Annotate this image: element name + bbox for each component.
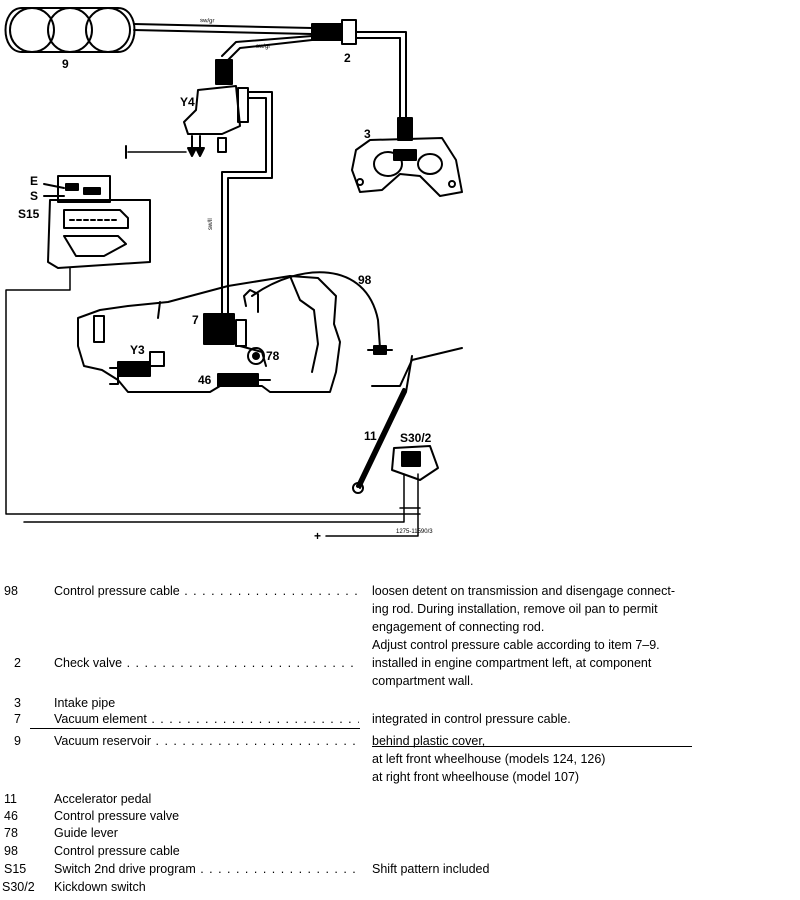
figure-reference: 1275-11590/3: [396, 529, 433, 535]
legend-note: installed in engine compartment left, at…: [372, 656, 652, 670]
legend-row: 98 Control pressure cable loosen detent …: [0, 582, 800, 600]
callout-11: 11: [364, 429, 377, 443]
valve-y3: [109, 351, 165, 385]
legend-note: engagement of connecting rod.: [372, 620, 545, 634]
legend-row-continuation: compartment wall.: [0, 672, 800, 690]
legend-note: integrated in control pressure cable.: [372, 712, 571, 726]
legend-note: behind plastic cover,: [372, 734, 486, 748]
transmission: [77, 275, 341, 393]
legend-row: 98 Control pressure cable: [0, 842, 800, 860]
legend-table: 98 Control pressure cable loosen detent …: [0, 578, 800, 900]
legend-row: 9 Vacuum reservoir behind plastic cover,: [0, 732, 800, 750]
legend-note: compartment wall.: [372, 674, 474, 688]
callout-46: 46: [198, 373, 212, 387]
callout-s30-2: S30/2: [400, 431, 432, 445]
callout-78: 78: [266, 349, 280, 363]
callout-y4: Y4: [180, 95, 195, 109]
legend-number: 78: [4, 826, 18, 840]
legend-row: 46 Control pressure valve: [0, 807, 800, 825]
control-pressure-valve-46: [217, 373, 271, 387]
legend-number: 7: [14, 712, 21, 726]
legend-row: 11 Accelerator pedal: [0, 790, 800, 808]
legend-label: Kickdown switch: [54, 880, 146, 894]
legend-number: 2: [14, 656, 21, 670]
legend-row: 7 Vacuum element integrated in control p…: [0, 710, 800, 728]
legend-note: at right front wheelhouse (model 107): [372, 770, 580, 784]
legend-number: 9: [14, 734, 21, 748]
check-valve-2: [311, 19, 407, 119]
legend-row-continuation: at right front wheelhouse (model 107): [0, 768, 800, 786]
legend-number: S30/2: [2, 880, 35, 894]
switch-s15: [43, 175, 151, 269]
legend-row: 78 Guide lever: [0, 824, 800, 842]
control-pressure-cable-98: [251, 271, 393, 355]
hose-label: sw/gr: [200, 18, 215, 24]
legend-number: 46: [4, 809, 18, 823]
vacuum-reservoir-9: [4, 7, 136, 53]
legend-note: Shift pattern included: [372, 862, 490, 876]
legend-note: Adjust control pressure cable according …: [372, 638, 660, 652]
legend-number: 3: [14, 696, 21, 710]
legend-note: at left front wheelhouse (models 124, 12…: [372, 752, 606, 766]
legend-note: ing rod. During installation, remove oil…: [372, 602, 658, 616]
legend-label: Control pressure cable: [54, 582, 359, 600]
separator-line: [30, 728, 360, 729]
legend-number: 98: [4, 584, 18, 598]
legend-row: S15 Switch 2nd drive program Shift patte…: [0, 860, 800, 878]
legend-label: Intake pipe: [54, 696, 116, 710]
vacuum-hose-upper: [133, 23, 313, 35]
technical-diagram: sw/gr sw/gr sw/ll 9 2 Y4 3 E S S15 98 7 …: [4, 7, 463, 543]
callout-98: 98: [358, 273, 372, 287]
power-plus-sign: +: [314, 529, 321, 543]
guide-lever-78: [239, 345, 267, 367]
legend-row-continuation: ing rod. During installation, remove oil…: [0, 600, 800, 618]
callout-7: 7: [192, 313, 199, 327]
separator-line: [372, 746, 692, 747]
legend-row-continuation: engagement of connecting rod.: [0, 618, 800, 636]
callout-e: E: [30, 174, 38, 188]
legend-label: Switch 2nd drive program: [54, 860, 359, 878]
callout-2: 2: [344, 51, 351, 65]
callout-y3: Y3: [130, 343, 145, 357]
legend-label: Vacuum element: [54, 710, 359, 728]
legend-label: Control pressure valve: [54, 809, 180, 823]
legend-row: 3 Intake pipe: [0, 694, 800, 712]
legend-row: S30/2 Kickdown switch: [0, 878, 800, 896]
legend-number: 11: [4, 792, 17, 806]
wiring-harness: [5, 267, 421, 537]
vacuum-element-7: [203, 289, 259, 347]
callout-9: 9: [62, 57, 69, 71]
legend-label: Vacuum reservoir: [54, 732, 359, 750]
callout-s: S: [30, 189, 38, 203]
hose-label: sw/ll: [208, 218, 214, 230]
kickdown-switch-s30-2: [391, 445, 439, 481]
callout-3: 3: [364, 127, 371, 141]
legend-number: 98: [4, 844, 18, 858]
callout-s15: S15: [18, 207, 40, 221]
legend-row: 2 Check valve installed in engine compar…: [0, 654, 800, 672]
accelerator-pedal-11: [352, 347, 463, 494]
intake-pipe-3: [351, 117, 463, 197]
legend-label: Accelerator pedal: [54, 792, 152, 806]
legend-label: Guide lever: [54, 826, 118, 840]
legend-label: Control pressure cable: [54, 844, 180, 858]
legend-note: loosen detent on transmission and diseng…: [372, 584, 675, 598]
changeover-valve-y4: [125, 59, 273, 321]
legend-row-continuation: Adjust control pressure cable according …: [0, 636, 800, 654]
vacuum-hose-to-y4: [221, 35, 313, 61]
legend-row-continuation: at left front wheelhouse (models 124, 12…: [0, 750, 800, 768]
hose-label: sw/gr: [256, 44, 270, 50]
legend-number: S15: [4, 862, 27, 876]
legend-label: Check valve: [54, 654, 359, 672]
